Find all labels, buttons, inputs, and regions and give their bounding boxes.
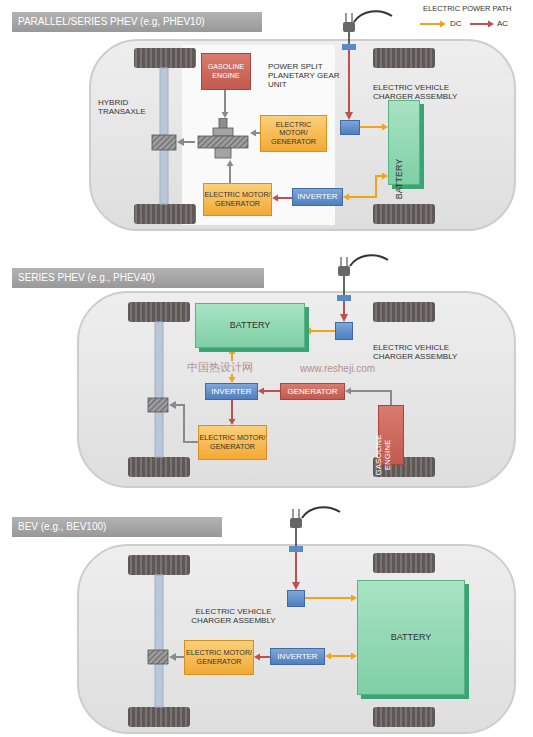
differential (148, 135, 176, 664)
part-label: POWER SPLIT PLANETARY GEAR UNIT (268, 62, 342, 90)
power-path (254, 654, 270, 661)
axle (155, 68, 168, 707)
box-label: INVERTER (211, 387, 251, 396)
part-label: ELECTRIC VEHICLE CHARGER ASSEMBLY (373, 83, 471, 101)
gear-drawing (195, 118, 250, 160)
motor-box: ELECTRIC MOTOR/ GENERATOR (184, 640, 254, 675)
box-label: ELECTRIC MOTOR/ GENERATOR (261, 121, 326, 146)
power-path (250, 130, 260, 137)
title-band: BEV (e.g., BEV100) (12, 517, 222, 537)
box-label: GENERATOR (288, 387, 338, 396)
power-path (360, 124, 388, 131)
power-path (305, 328, 335, 335)
legend-sample (420, 21, 446, 28)
power-path (272, 195, 292, 202)
charger-box: ELECTRIC VEHICLE CHARGER ASSEMBLY (335, 322, 353, 340)
box-label: BATTERY (393, 158, 403, 199)
legend-text: AC (497, 19, 508, 28)
engine-box: GASOLINE ENGINE (201, 53, 251, 90)
engine-box: GASOLINE ENGINE (378, 405, 404, 465)
power-path (345, 388, 391, 406)
inverter-box: INVERTER (205, 383, 258, 400)
power-path (258, 388, 280, 395)
battery-box: BATTERY (357, 580, 465, 695)
car-body (78, 545, 515, 733)
car-body (90, 40, 515, 230)
charger-box: ELECTRIC VEHICLE CHARGER ASSEMBLY (287, 590, 305, 607)
battery-box: BATTERY (195, 303, 305, 348)
motor-box: ELECTRIC MOTOR/ GENERATOR (203, 183, 272, 216)
watermark: 中国热设计网 (185, 361, 255, 374)
box-label: INVERTER (277, 652, 317, 661)
title-band: SERIES PHEV (e.g., PHEV40) (12, 268, 264, 288)
generator-box: GENERATOR (280, 383, 345, 400)
power-path (343, 173, 388, 201)
inverter-box: INVERTER (292, 188, 343, 206)
motor-box: ELECTRIC MOTOR/ GENERATOR (260, 115, 327, 152)
title-band: PARALLEL/SERIES PHEV (e.g, PHEV10) (12, 12, 262, 32)
panel-title: SERIES PHEV (e.g., PHEV40) (18, 272, 155, 284)
box-label: ELECTRIC MOTOR/ GENERATOR (199, 434, 266, 451)
box-label: ELECTRIC MOTOR/ GENERATOR (185, 649, 253, 666)
inverter-box: INVERTER (270, 648, 325, 665)
box-label: BATTERY (230, 320, 271, 330)
motor-box: ELECTRIC MOTOR/ GENERATOR (198, 425, 267, 460)
part-label: ELECTRIC VEHICLE CHARGER ASSEMBLY (181, 607, 286, 625)
part-label: ELECTRIC VEHICLE CHARGER ASSEMBLY (373, 343, 473, 361)
charger-box: ELECTRIC VEHICLE CHARGER ASSEMBLY (340, 120, 360, 135)
box-label: ELECTRIC MOTOR/ GENERATOR (204, 191, 271, 208)
legend-sample (470, 21, 494, 28)
car-body (78, 292, 515, 487)
legend-text: DC (450, 19, 462, 28)
power-path (227, 160, 234, 183)
power-path (222, 90, 229, 118)
power-path (325, 653, 357, 660)
panel-title: BEV (e.g., BEV100) (18, 521, 106, 533)
gear-unit: POWER SPLIT PLANETARY GEAR UNIT (195, 118, 250, 160)
drive-arrowhead (169, 138, 184, 661)
battery-box: BATTERY (388, 100, 420, 185)
legend-heading: ELECTRIC POWER PATH (423, 5, 531, 14)
box-label: BATTERY (391, 632, 432, 642)
part-label: HYBRID TRANSAXLE (98, 98, 156, 116)
power-path (305, 595, 357, 602)
panel-title: PARALLEL/SERIES PHEV (e.g, PHEV10) (18, 16, 205, 28)
watermark: www.resheji.com (300, 363, 375, 375)
box-label: INVERTER (297, 192, 337, 201)
drive-arrow (175, 142, 200, 657)
box-label: GASOLINE ENGINE (202, 63, 250, 80)
box-label: GASOLINE ENGINE (373, 434, 391, 475)
power-path (229, 400, 236, 425)
